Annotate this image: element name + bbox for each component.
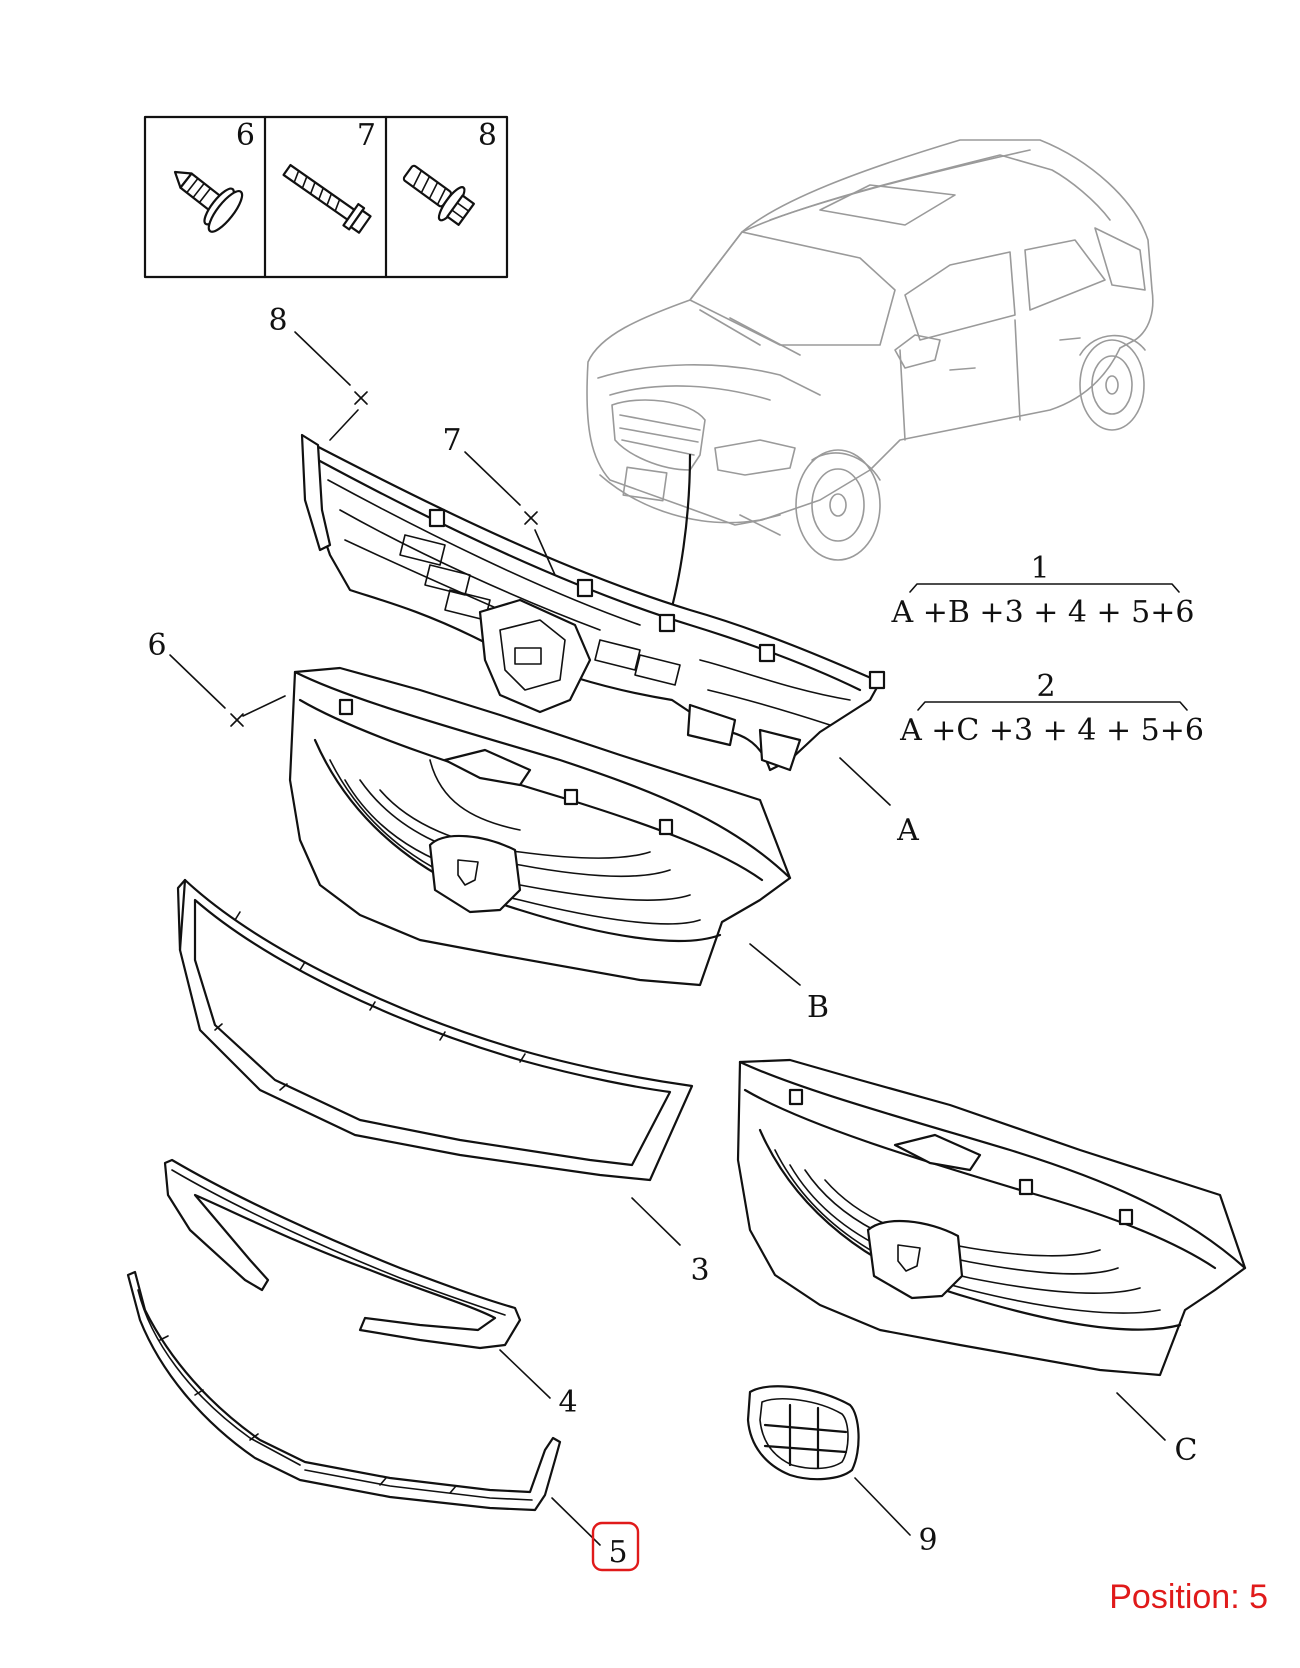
kit-1-formula: A +B +3 + 4 + 5+6	[891, 595, 1195, 630]
callout-A: A	[839, 757, 919, 848]
svg-text:8: 8	[268, 303, 287, 338]
svg-text:4: 4	[558, 1385, 577, 1420]
position-label: Position: 5	[1109, 1578, 1268, 1616]
vehicle-illustration	[586, 139, 1154, 624]
callout-6: 6	[147, 628, 286, 727]
push-clip-icon	[173, 170, 244, 233]
part-B-grille-assembly	[288, 666, 792, 987]
svg-text:6: 6	[147, 628, 166, 663]
callout-4: 4	[499, 1349, 578, 1420]
car-grille-pointer	[666, 453, 692, 624]
fasteners-table: 6 7 8	[143, 115, 509, 279]
kit-1-number: 1	[1030, 551, 1049, 586]
kit-2: 2 A +C +3 + 4 + 5+6	[899, 669, 1204, 748]
table-number-7: 7	[357, 118, 376, 153]
callout-B: B	[749, 943, 829, 1025]
callout-3: 3	[631, 1197, 710, 1288]
fasteners-table-frame	[143, 115, 509, 279]
kit-2-formula: A +C +3 + 4 + 5+6	[899, 713, 1204, 748]
callout-5-label: 5	[608, 1535, 627, 1570]
part-4-chrome-strip	[163, 1158, 522, 1350]
svg-text:3: 3	[690, 1253, 709, 1288]
part-A-grille-frame	[300, 433, 886, 772]
svg-text:9: 9	[918, 1523, 937, 1558]
table-number-6: 6	[236, 118, 255, 153]
part-C-grille-assembly	[736, 1058, 1247, 1377]
highlight-box	[591, 1521, 640, 1572]
callout-8: 8	[268, 303, 368, 441]
table-number-8: 8	[478, 118, 497, 153]
long-screw-icon	[282, 163, 372, 234]
callout-9: 9	[854, 1477, 938, 1558]
flange-bolt-icon	[402, 164, 475, 226]
callout-C: C	[1116, 1392, 1198, 1468]
svg-text:C: C	[1175, 1433, 1198, 1468]
callout-7: 7	[442, 423, 556, 576]
part-5-lower-trim	[126, 1270, 562, 1512]
kit-2-number: 2	[1036, 669, 1055, 704]
kit-1: 1 A +B +3 + 4 + 5+6	[891, 551, 1195, 630]
kit-1-bracket	[909, 583, 1180, 593]
callout-5: 5	[551, 1497, 640, 1572]
svg-text:B: B	[807, 990, 829, 1025]
svg-text:A: A	[896, 813, 919, 848]
part-3-outer-frame	[176, 878, 694, 1182]
kit-2-bracket	[917, 701, 1188, 711]
svg-text:7: 7	[442, 423, 461, 458]
part-9-emblem	[746, 1385, 860, 1481]
